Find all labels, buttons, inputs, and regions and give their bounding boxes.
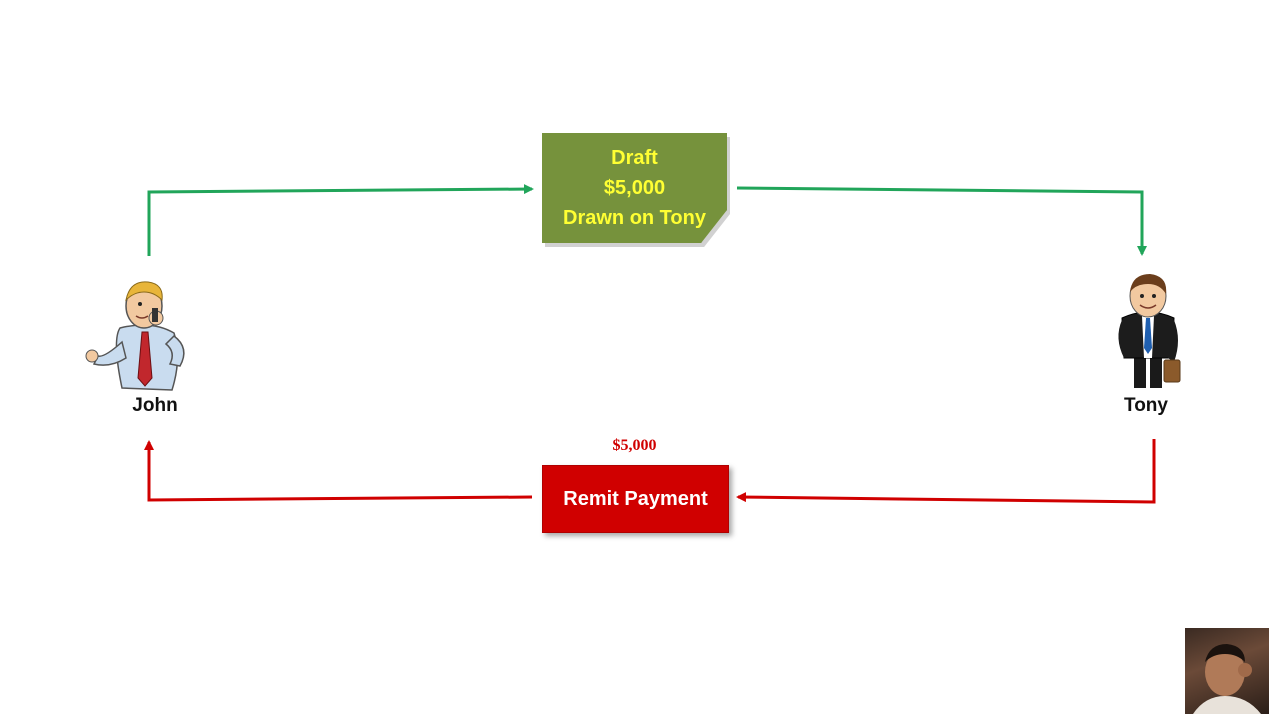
businessman-with-briefcase-icon: [1118, 274, 1181, 388]
arrow-tony-to-remit: [736, 439, 1156, 504]
remit-payment-label: Remit Payment: [563, 487, 708, 510]
presenter-webcam-icon: [1185, 628, 1269, 714]
remit-amount: $5,000: [612, 437, 657, 454]
draft-document: Draft $5,000 Drawn on Tony: [542, 133, 727, 243]
remit-payment-box: Remit Payment: [542, 465, 729, 533]
arrow-remit-to-john: [144, 440, 533, 502]
draft-title: Draft: [611, 147, 658, 169]
draft-drawee: Drawn on Tony: [563, 207, 706, 229]
businessman-on-phone-icon: [85, 281, 185, 391]
arrow-john-to-draft: [147, 184, 534, 256]
john-label: John: [132, 395, 178, 416]
tony-label: Tony: [1124, 395, 1168, 416]
arrow-draft-to-tony: [736, 186, 1147, 256]
draft-amount: $5,000: [603, 177, 666, 199]
